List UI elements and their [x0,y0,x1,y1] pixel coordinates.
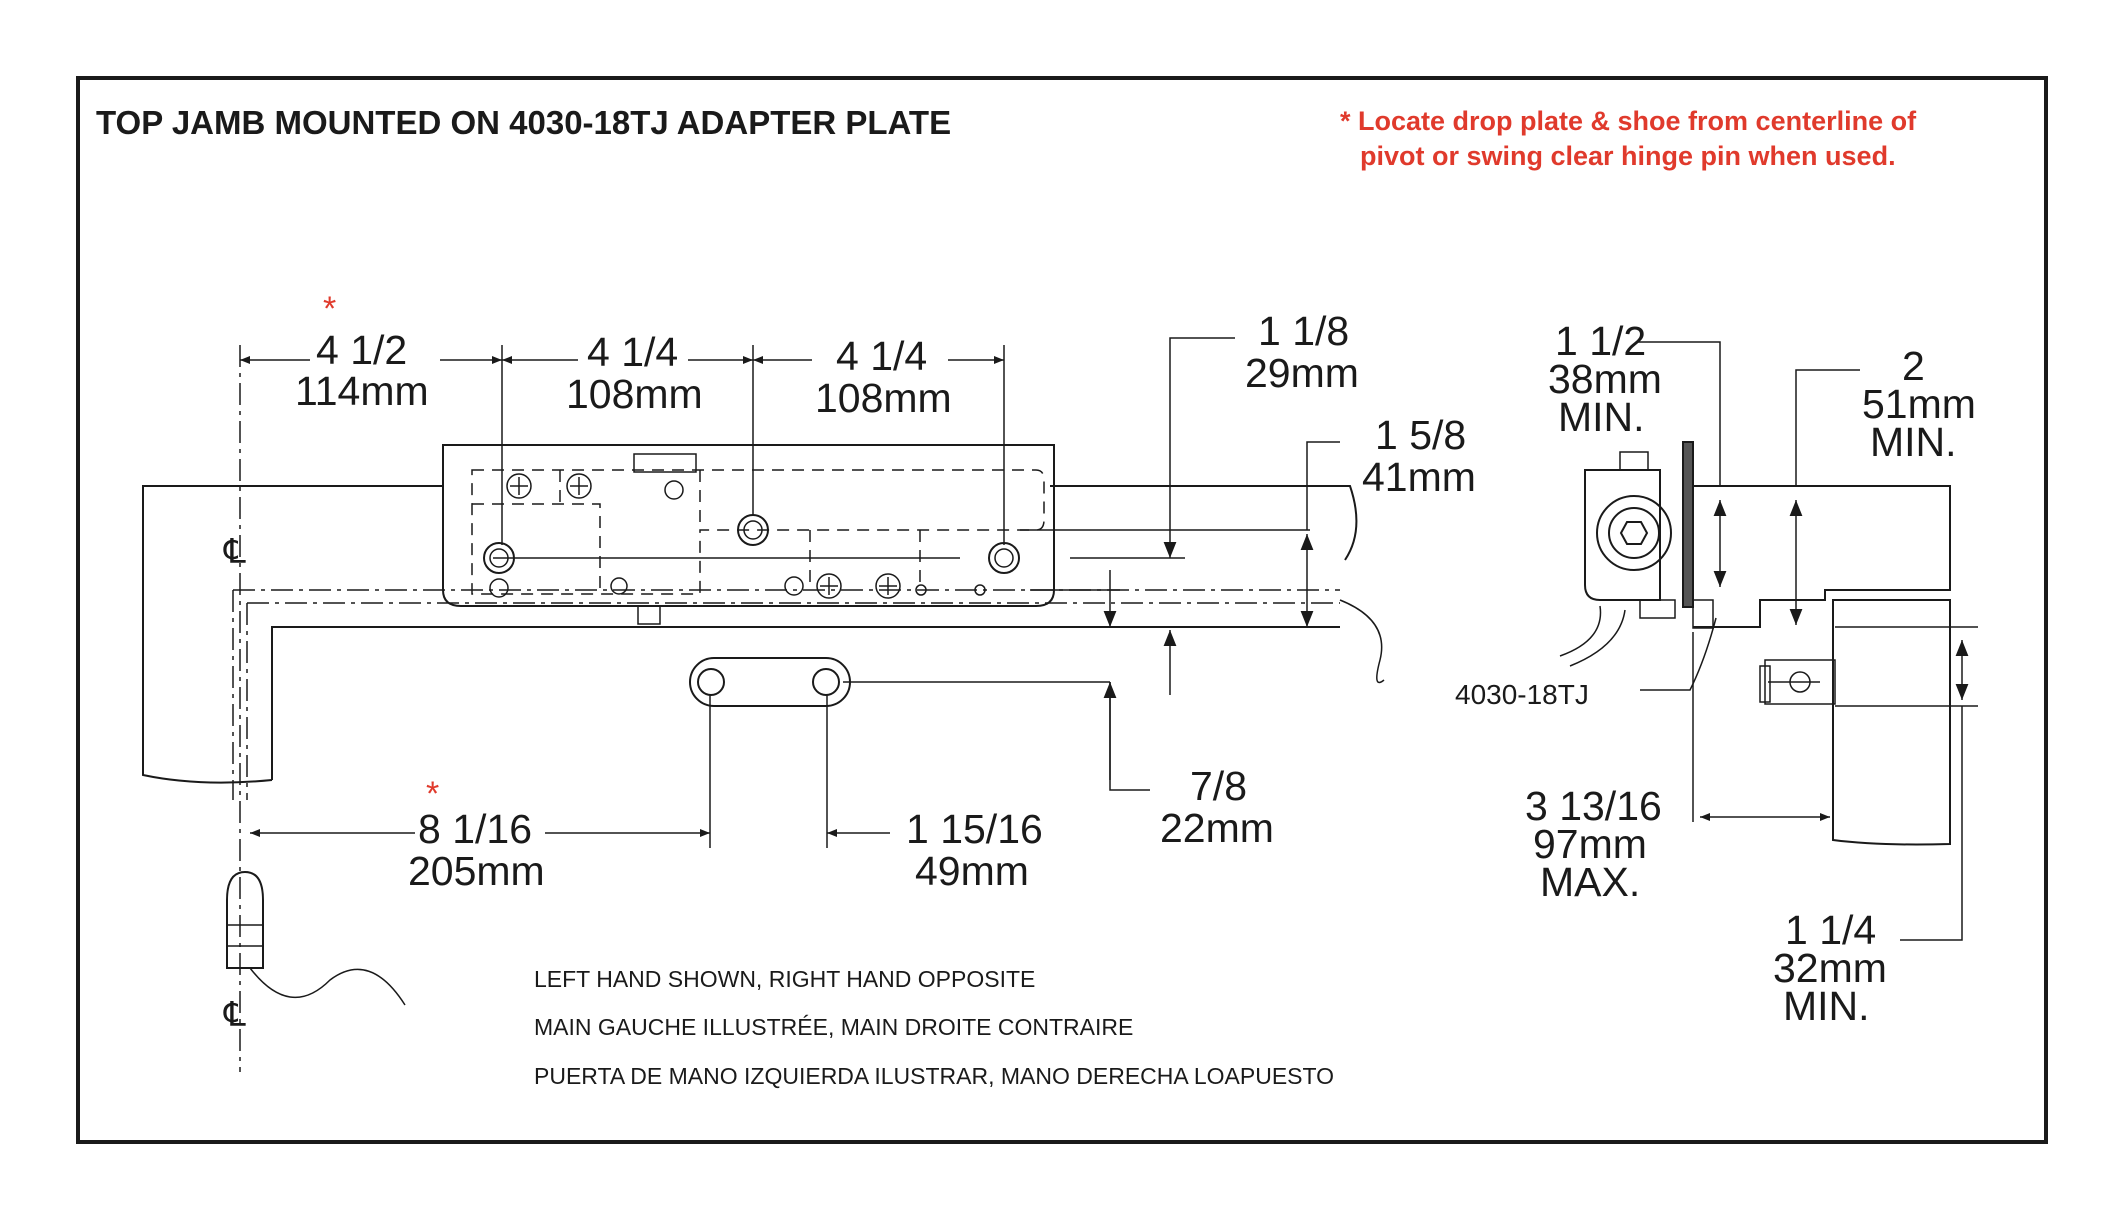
svg-text:8 1/16: 8 1/16 [418,806,532,852]
svg-text:MIN.: MIN. [1783,983,1870,1029]
svg-text:51mm: 51mm [1862,381,1976,427]
svg-text:4 1/4: 4 1/4 [836,333,927,379]
adapter-plate-label: 4030-18TJ [1455,679,1589,710]
svg-text:1 1/2: 1 1/2 [1555,318,1646,364]
closer-body [442,444,1055,625]
svg-text:49mm: 49mm [915,848,1029,894]
dim-7-8: 7/8 22mm [1103,570,1274,851]
svg-text:29mm: 29mm [1245,350,1359,396]
dim-4-1-2: * 4 1/2 114mm [240,290,502,414]
svg-text:108mm: 108mm [815,375,952,421]
dim-2-min: 2 51mm MIN. [1862,343,1976,465]
svg-text:97mm: 97mm [1533,821,1647,867]
door-frame [142,485,1385,800]
dim-1-1-8: 1 1/8 29mm [1163,308,1359,558]
dim-4-1-4-left: 4 1/4 108mm [502,329,753,417]
svg-text:4 1/4: 4 1/4 [587,329,678,375]
dim-1-5-8: 1 5/8 41mm [1300,412,1476,627]
locate-note-line2: pivot or swing clear hinge pin when used… [1360,141,1896,171]
adapter-plate [1682,441,1694,608]
centerline-symbol-top: ℄ [223,532,246,572]
svg-text:2: 2 [1902,343,1925,389]
dim-1-1-4-min: 1 1/4 32mm MIN. [1773,907,1887,1029]
centerline-symbol-bottom: ℄ [223,995,246,1035]
svg-text:1 15/16: 1 15/16 [906,806,1043,852]
svg-text:1 1/8: 1 1/8 [1258,308,1349,354]
extension-lines [501,345,1310,848]
svg-text:MIN.: MIN. [1870,419,1957,465]
svg-text:205mm: 205mm [408,848,545,894]
svg-text:108mm: 108mm [566,371,703,417]
hand-note-fr: MAIN GAUCHE ILLUSTRÉE, MAIN DROITE CONTR… [534,1014,1133,1040]
svg-text:*: * [323,290,336,328]
svg-text:MAX.: MAX. [1540,859,1640,905]
svg-text:1 1/4: 1 1/4 [1785,907,1876,953]
hand-note-es: PUERTA DE MANO IZQUIERDA ILUSTRAR, MANO … [534,1063,1334,1089]
locate-note-line1: * Locate drop plate & shoe from centerli… [1340,106,1917,136]
dim-1-15-16: 1 15/16 49mm [827,806,1043,894]
dim-1-1-2-min: 1 1/2 38mm MIN. [1548,318,1662,440]
dim-4-1-4-right: 4 1/4 108mm [753,333,1004,421]
svg-text:114mm: 114mm [295,368,429,414]
pivot-hinge [226,870,406,1006]
svg-text:38mm: 38mm [1548,356,1662,402]
shoe-slot [689,657,851,707]
drawing-border [76,76,2048,1144]
svg-text:1 5/8: 1 5/8 [1375,412,1466,458]
dim-8-1-16: * 8 1/16 205mm [250,775,710,894]
svg-text:41mm: 41mm [1362,454,1476,500]
svg-text:4 1/2: 4 1/2 [316,327,407,373]
svg-text:3 13/16: 3 13/16 [1525,783,1662,829]
svg-text:32mm: 32mm [1773,945,1887,991]
drawing-title: TOP JAMB MOUNTED ON 4030-18TJ ADAPTER PL… [96,104,951,141]
svg-text:22mm: 22mm [1160,805,1274,851]
hand-note-en: LEFT HAND SHOWN, RIGHT HAND OPPOSITE [534,966,1035,992]
svg-text:MIN.: MIN. [1558,394,1645,440]
side-view [1559,341,1978,941]
svg-text:7/8: 7/8 [1190,763,1247,809]
svg-text:*: * [426,775,439,813]
dim-3-13-16-max: 3 13/16 97mm MAX. [1525,783,1662,905]
